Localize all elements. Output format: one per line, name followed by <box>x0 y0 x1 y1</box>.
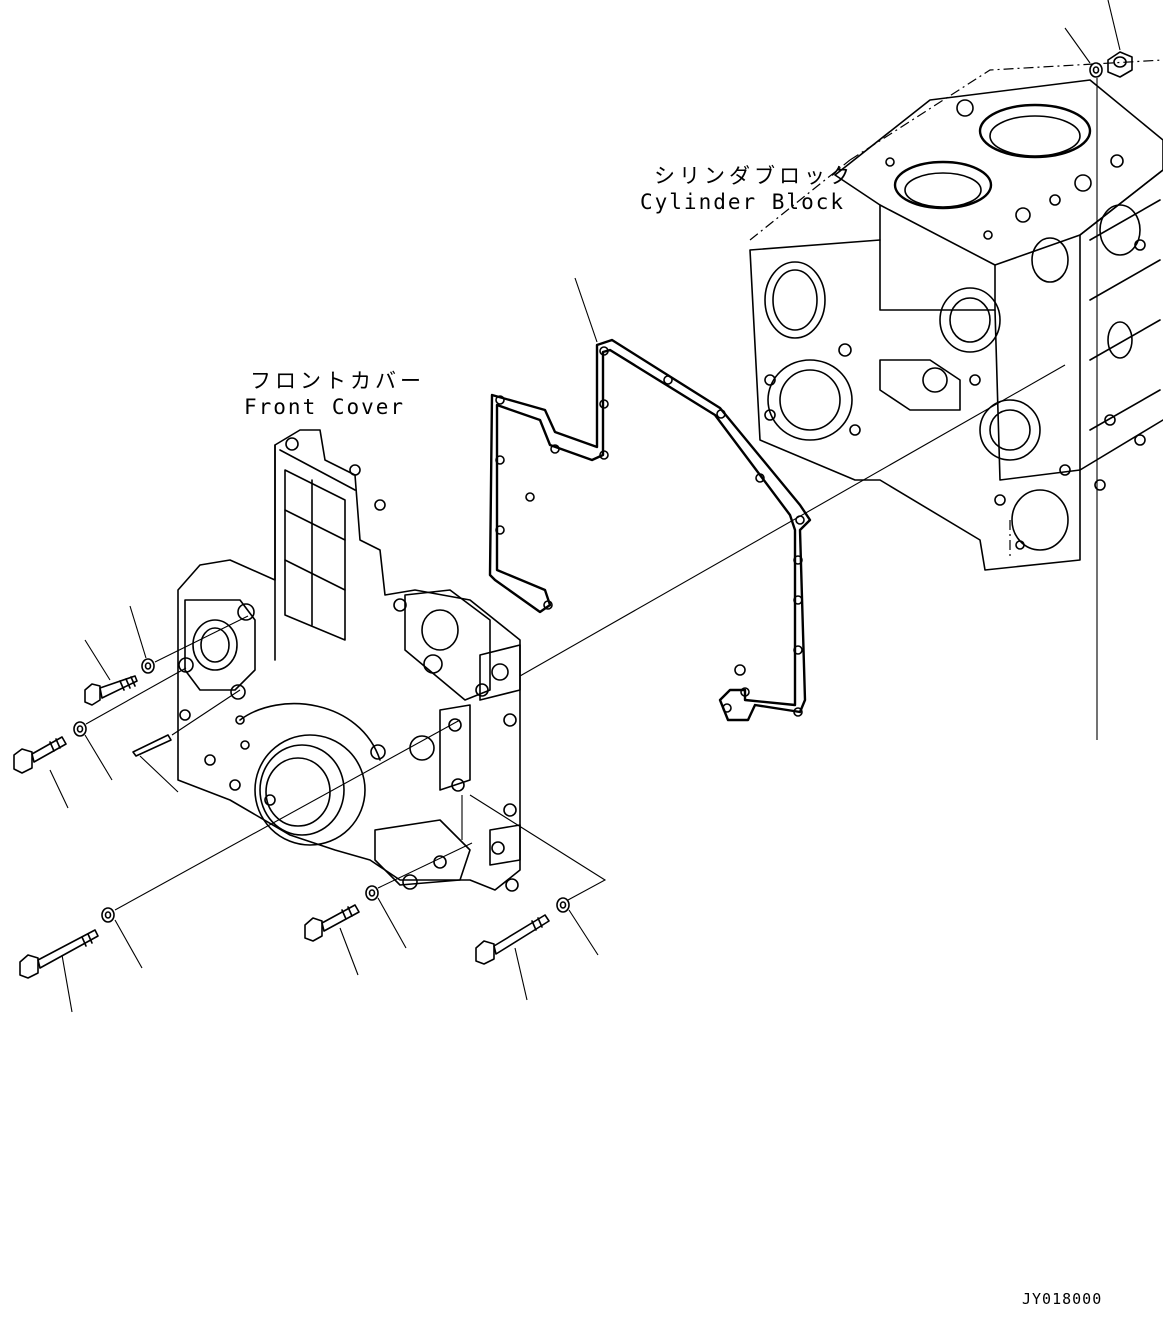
alignment-lines <box>461 364 1066 901</box>
bolt-long-bottom-right <box>475 914 550 1001</box>
bolt-left <box>13 736 69 809</box>
bolt-long-bottom-left <box>19 929 99 1013</box>
bolt-bottom-center <box>304 904 360 976</box>
cylinder-block-label-en: Cylinder Block <box>640 190 846 214</box>
bolt-upper-left <box>84 639 138 706</box>
washer-upper-left <box>129 605 249 674</box>
cylinder-block <box>749 59 1163 571</box>
washer-bottom-right <box>556 897 599 956</box>
front-cover-label-en: Front Cover <box>244 395 406 419</box>
drawing-code: JY018000 <box>1022 1290 1103 1308</box>
washer-bottom-center <box>365 842 473 949</box>
nut-and-washer-top <box>1064 0 1133 740</box>
washer-bottom-left <box>101 719 461 969</box>
front-cover-gasket <box>488 277 812 722</box>
front-cover <box>177 429 521 892</box>
dowel-pin <box>132 689 241 793</box>
cylinder-block-label-jp: シリンダブロック <box>654 164 854 188</box>
front-cover-label-jp: フロントカバー <box>250 369 425 393</box>
washer-left <box>73 667 187 781</box>
